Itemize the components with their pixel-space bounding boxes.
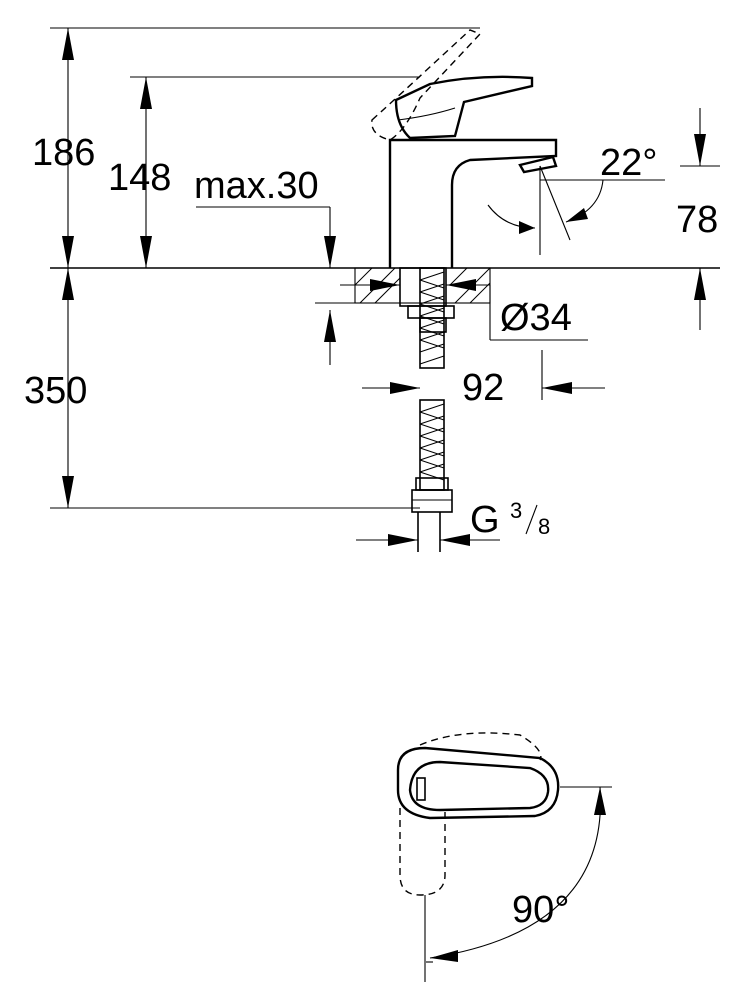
dim-spout-angle: 22°: [600, 142, 657, 184]
dim-hole-diameter: Ø34: [500, 297, 572, 339]
dim-max-thickness: max.30: [194, 165, 319, 207]
dim-handle-height: 148: [108, 157, 171, 199]
supply-hose: [411, 267, 453, 552]
dim-thread-main: G: [470, 499, 500, 541]
dim-thread-denominator: 8: [538, 514, 550, 539]
dim-overall-height: 186: [32, 132, 95, 174]
dim-rotation-angle: 90°: [512, 889, 569, 931]
faucet-top-view: [396, 732, 612, 982]
dim-below-height: 350: [24, 370, 87, 412]
dimension-lines: [50, 27, 720, 546]
dim-thread-numerator: 3: [510, 498, 522, 523]
faucet-side-view: [371, 29, 558, 268]
deck-section: [50, 267, 720, 333]
dim-spout-height: 78: [676, 199, 718, 241]
dim-spout-reach: 92: [462, 367, 504, 409]
